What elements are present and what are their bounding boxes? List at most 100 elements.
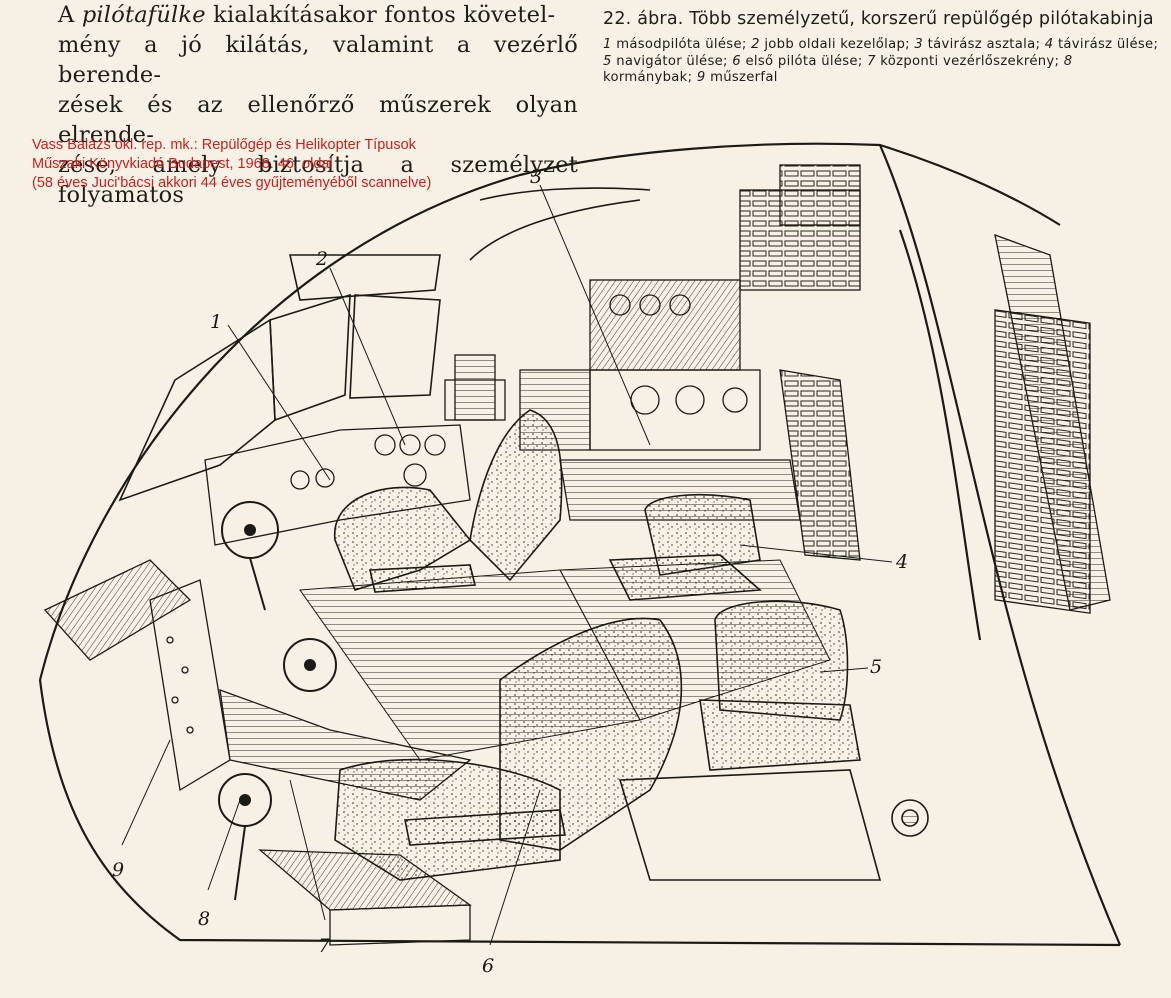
figure-caption: 22. ábra. Több személyzetű, korszerű rep… (603, 8, 1163, 87)
gauge-icon (290, 470, 310, 490)
body-paragraph: A pilótafülke kialakításakor fontos köve… (58, 0, 578, 210)
seats (333, 409, 929, 881)
figure-caption-title: 22. ábra. Több személyzetű, korszerű rep… (603, 9, 1154, 29)
source-note-line-2: Műszaki Könyvkiadó Budapest, 1968. 46. o… (32, 156, 333, 172)
body-line-1-rest: kialakításakor fontos követel- (205, 2, 556, 28)
leader-line-8 (207, 799, 241, 891)
gauge-icon (374, 434, 396, 456)
indicator-light (186, 726, 194, 734)
callout-8: 8 (198, 908, 210, 930)
callout-4: 4 (895, 551, 908, 573)
wheel-hub (304, 659, 316, 671)
radio-console (589, 369, 761, 451)
floor-hatch-center (901, 809, 919, 827)
center-control-wheel (283, 638, 337, 692)
fuselage-bottom-line (38, 679, 1121, 947)
callout-9: 9 (112, 859, 124, 881)
source-note: Vass Balázs okl. rep. mk.: Repülőgép és … (32, 136, 552, 193)
legend-item: 5 navigátor ülése; (603, 53, 728, 69)
fuselage-top-line (38, 142, 1061, 681)
copilot-seat-armrest (369, 564, 477, 593)
canopy-rib (479, 187, 651, 201)
gauge-icon (669, 294, 691, 316)
gauge-icon (315, 468, 335, 488)
leader-line-3 (539, 184, 651, 446)
copilot-seat-back (469, 409, 563, 582)
yoke-column (249, 557, 266, 611)
legend-item: 9 műszerfal (696, 70, 778, 85)
leader-line-4 (739, 544, 893, 563)
canopy-rib (469, 199, 641, 261)
ventilation-grille (994, 309, 1091, 614)
body-line-1-italic: pilótafülke (81, 2, 206, 28)
leader-line-7 (289, 779, 326, 921)
windshield-panel-center (349, 294, 441, 399)
figure-caption-legend: 1 másodpilóta ülése; 2 jobb oldali kezel… (603, 37, 1163, 87)
gauge-icon (424, 434, 446, 456)
switch-box (444, 379, 506, 421)
legend-item: 1 másodpilóta ülése; (603, 37, 747, 52)
legend-item: 8 kormánybak; (603, 53, 1073, 86)
callout-7: 7 (318, 935, 331, 957)
gauge-icon (403, 463, 427, 487)
side-equipment-panel (779, 369, 861, 561)
leader-line-9 (121, 739, 171, 846)
body-line-1-lead: A (58, 2, 82, 28)
callout-1: 1 (210, 311, 222, 333)
fuselage-rear-frame (878, 144, 1122, 946)
windshield-panel-left (118, 318, 276, 502)
body-line-3: zések és az ellenőrző műszerek olyan elr… (58, 92, 578, 148)
instrument-panel-upper (589, 279, 741, 371)
body-line-1: A pilótafülke kialakításakor fontos köve… (58, 0, 578, 30)
radio-equipment-top (779, 164, 861, 226)
legend-item: 4 távirász ülése; (1044, 37, 1159, 52)
legend-item: 2 jobb oldali kezelőlap; (751, 37, 910, 52)
indicator-light (166, 636, 174, 644)
left-side-panel (43, 559, 192, 661)
dial-icon (675, 385, 705, 415)
legend-item: 3 távirász asztala; (914, 37, 1041, 52)
windshield (118, 187, 651, 502)
source-note-line-1: Vass Balázs okl. rep. mk.: Repülőgép és … (32, 137, 416, 153)
callout-labels: 1 2 3 4 5 6 7 8 9 (112, 166, 908, 977)
leader-line-2 (329, 267, 406, 446)
navigator-seat-cushion (699, 699, 861, 771)
floor-hatch-icon (891, 799, 929, 837)
leader-line-1 (227, 324, 331, 481)
legend-item: 6 első pilóta ülése; (732, 53, 863, 69)
gauge-icon (399, 434, 421, 456)
fuselage-outline (38, 142, 1122, 947)
leader-line-5 (819, 667, 869, 673)
pedestal-front (329, 904, 471, 946)
indicator-light (171, 696, 179, 704)
callout-leaders (121, 184, 893, 946)
radio-operator-seat-cushion (608, 554, 762, 601)
callout-6: 6 (482, 955, 494, 977)
control-columns (218, 501, 337, 901)
body-line-4: zése, amely biztosítja a személyzet foly… (58, 152, 578, 208)
radio-operator-seat-back (644, 494, 761, 576)
body-line-2: mény a jó kilátás, valamint a vezérlő be… (58, 32, 578, 88)
dial-icon (722, 387, 748, 413)
indicator-light (181, 666, 189, 674)
instrument-panel-face (204, 424, 471, 546)
overhead-switch-panel (454, 354, 496, 421)
callout-2: 2 (315, 248, 328, 270)
windshield-panel-center-left (269, 293, 351, 422)
gauge-icon (639, 294, 661, 316)
fuselage-inner-frame (898, 229, 982, 641)
callout-5: 5 (870, 656, 882, 678)
yoke-column (234, 825, 246, 901)
callout-3: 3 (530, 166, 542, 188)
right-wall (779, 233, 1111, 614)
source-note-line-3: (58 éves Juci'bácsi akkori 44 éves gyűjt… (32, 175, 432, 191)
yoke-hub (244, 524, 256, 536)
gauge-icon (609, 294, 631, 316)
copilot-seat-cushion (333, 486, 472, 591)
navigator-seat-back (714, 600, 849, 721)
legend-item: 7 központi vezérlőszekrény; (867, 53, 1060, 69)
yoke-hub (239, 794, 251, 806)
leader-line-6 (489, 789, 541, 946)
